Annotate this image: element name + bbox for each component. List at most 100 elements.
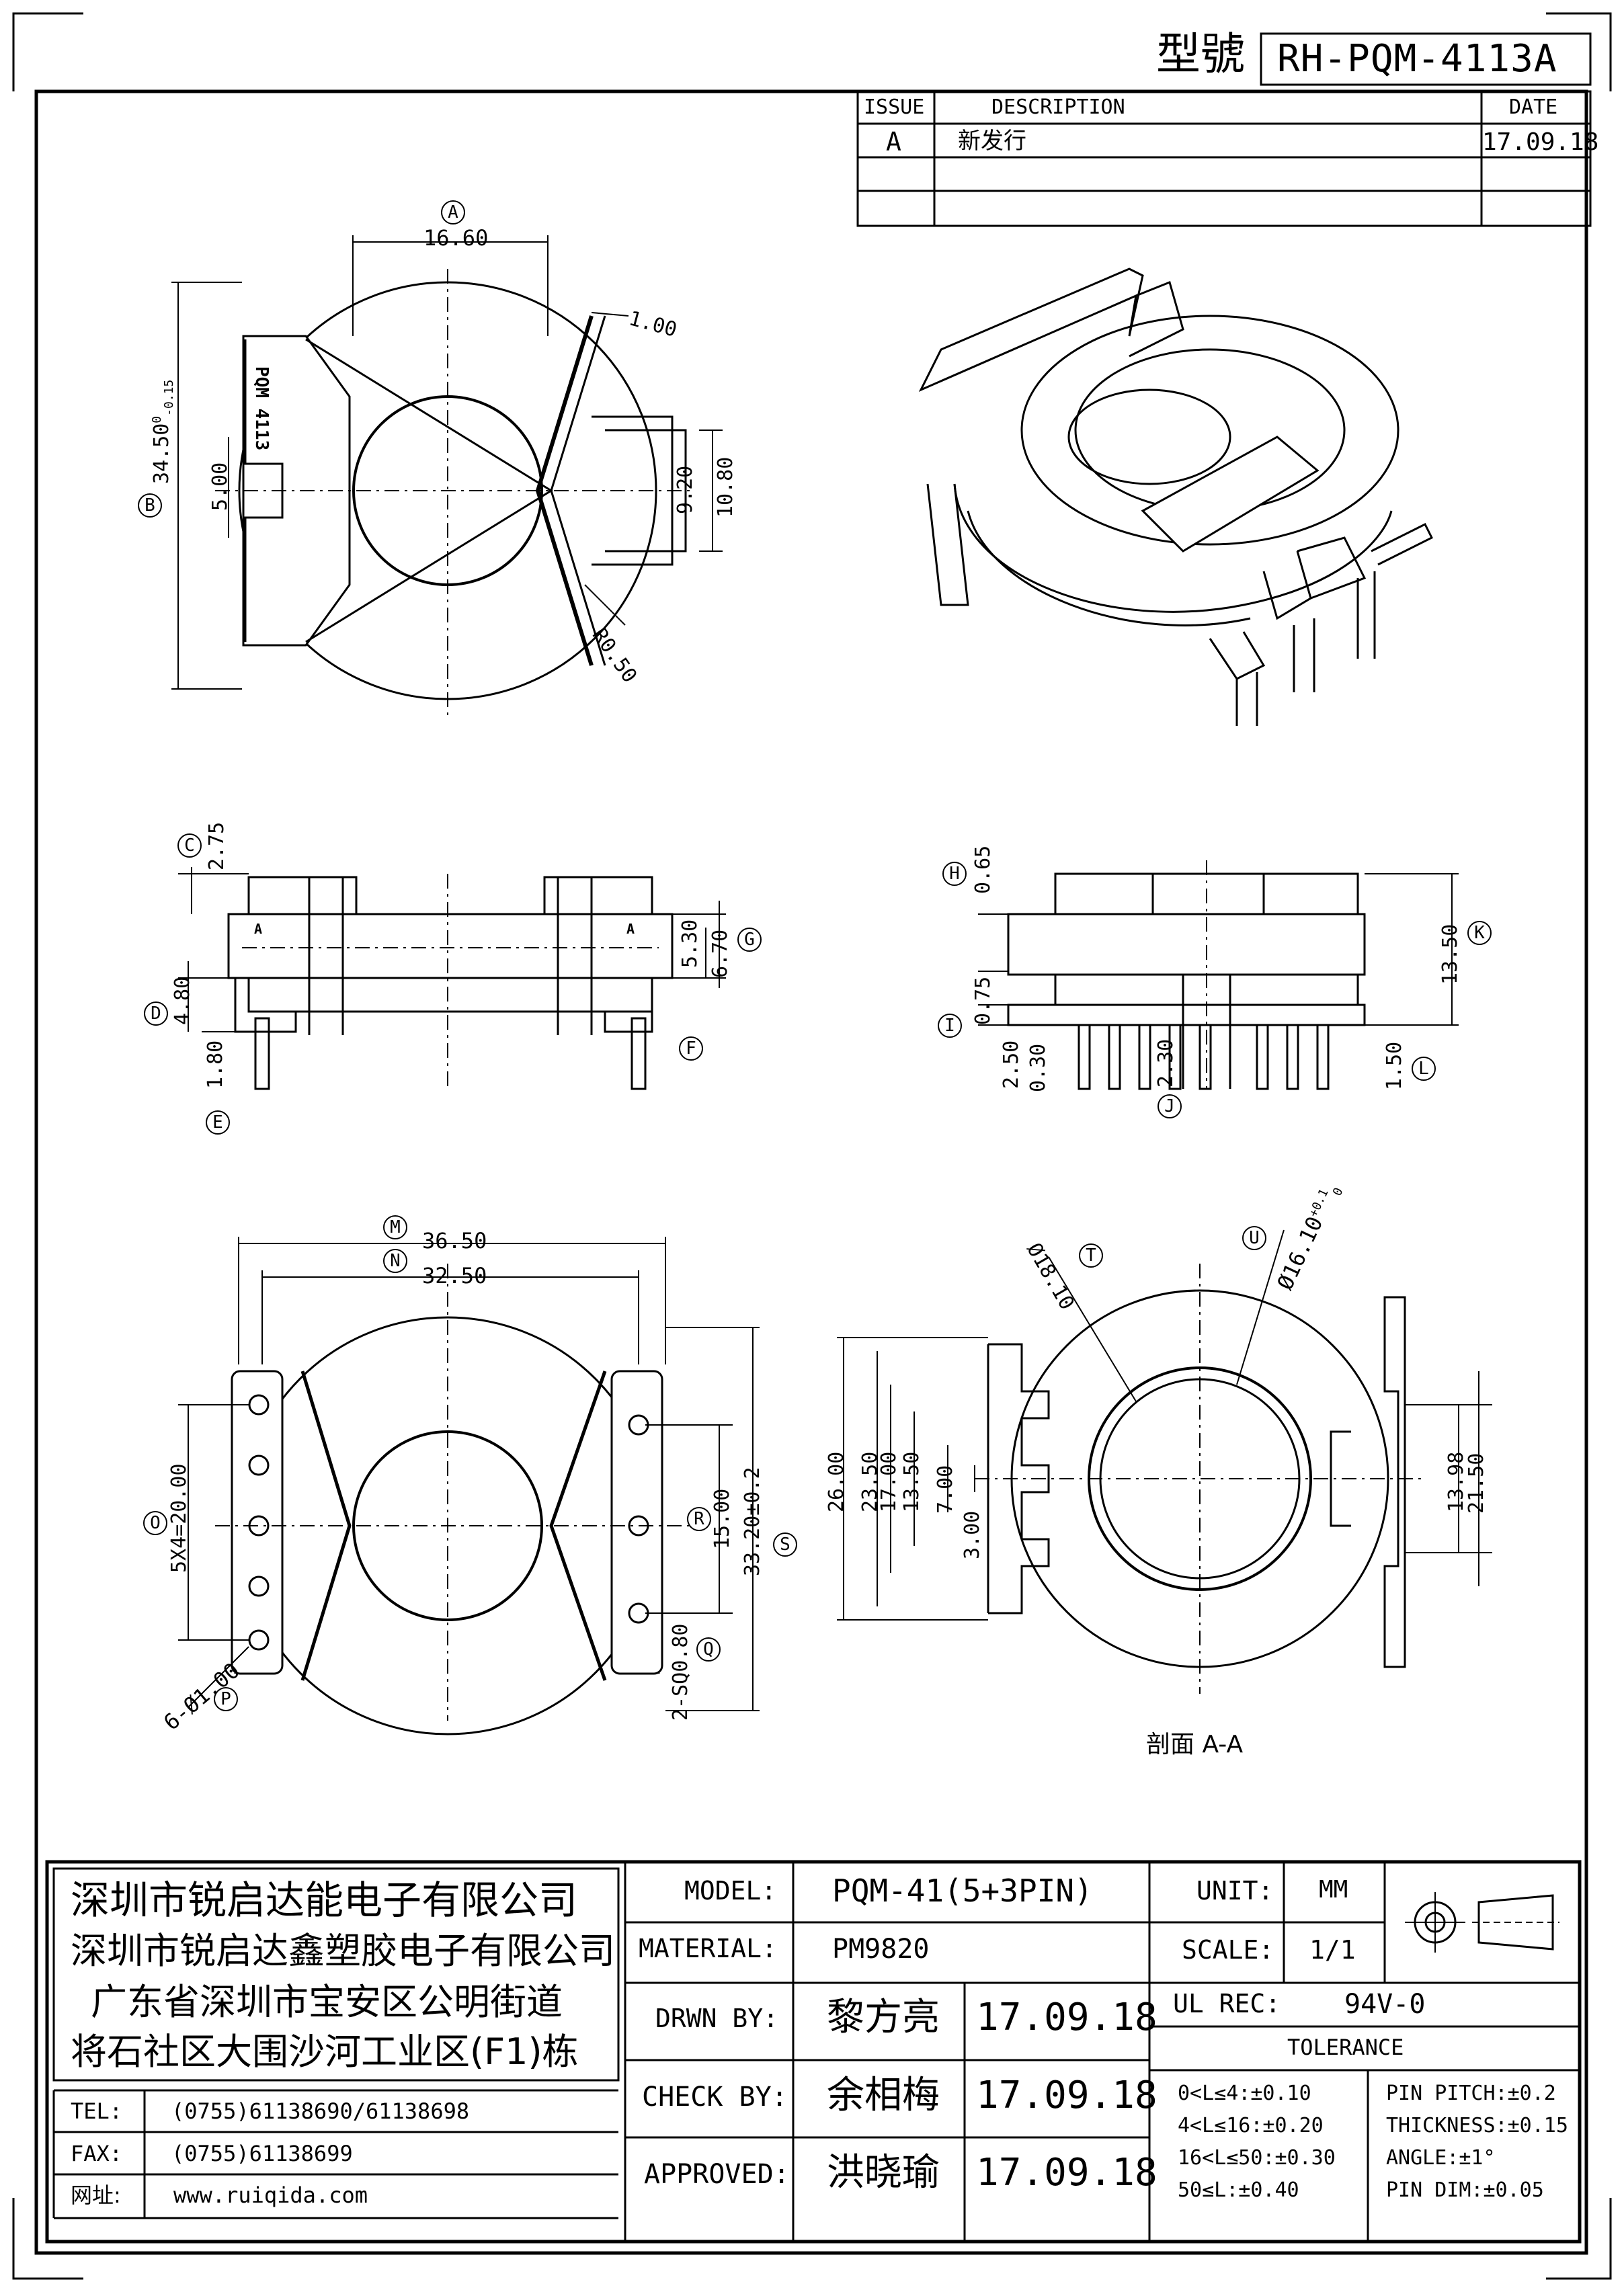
- callout-g: G: [737, 928, 762, 952]
- dim-r1: 13.98: [1445, 1451, 1468, 1512]
- callout-b: B: [138, 493, 162, 518]
- dim-k: 13.50: [1438, 924, 1462, 985]
- dim-h: 0.65: [971, 845, 995, 894]
- callout-a: A: [441, 200, 465, 224]
- unit-value: MM: [1319, 1876, 1348, 1904]
- callout-p: P: [214, 1687, 238, 1711]
- front-view: [978, 860, 1459, 1090]
- dim-h6: 3.00: [961, 1510, 984, 1559]
- dim-w1: 9.20: [674, 465, 697, 514]
- tolerance-right-4: PIN DIM:±0.05: [1386, 2178, 1544, 2202]
- tolerance-right-1: PIN PITCH:±0.2: [1386, 2082, 1556, 2105]
- drawn-by-label: DRWN BY:: [655, 2004, 779, 2033]
- approved-label: APPROVED:: [644, 2159, 790, 2190]
- model-field-label: MODEL:: [684, 1876, 777, 1906]
- ul-value: 94V-0: [1344, 1989, 1426, 2020]
- material-value: PM9820: [832, 1934, 930, 1965]
- tel-value: (0755)61138690/61138698: [171, 2098, 470, 2124]
- check-by-name: 余相梅: [827, 2074, 940, 2117]
- revision-header-description: DESCRIPTION: [991, 95, 1125, 119]
- dim-r: 15.00: [710, 1488, 734, 1549]
- revision-header-date: DATE: [1509, 95, 1558, 119]
- material-label: MATERIAL:: [639, 1934, 777, 1963]
- model-label: 型號: [1156, 28, 1245, 80]
- dim-s: 33.20±0.2: [741, 1467, 764, 1576]
- check-by-label: CHECK BY:: [642, 2082, 788, 2113]
- revision-table-lines: [856, 90, 1592, 227]
- isometric-view: [918, 268, 1434, 726]
- dim-g2: 6.70: [708, 929, 732, 978]
- callout-r: R: [687, 1507, 711, 1531]
- tolerance-left-4: 50≤L:±0.40: [1178, 2178, 1299, 2202]
- revision-issue: A: [886, 127, 901, 157]
- part-marking: PQM 4113: [251, 366, 272, 451]
- tolerance-left-2: 4<L≤16:±0.20: [1178, 2114, 1324, 2137]
- callout-d: D: [144, 1001, 168, 1026]
- callout-q: Q: [696, 1637, 721, 1662]
- dim-i: 0.75: [971, 976, 995, 1025]
- dim-j1: 2.50: [1000, 1040, 1023, 1089]
- section-caption: 剖面 A-A: [1146, 1731, 1244, 1758]
- dim-w2: 10.80: [714, 456, 737, 518]
- dim-j2: 0.30: [1026, 1043, 1050, 1092]
- company-name-2: 深圳市锐启达鑫塑胶电子有限公司: [71, 1930, 615, 1972]
- company-address-1: 广东省深圳市宝安区公明街道: [91, 1981, 563, 2023]
- scale-value: 1/1: [1309, 1935, 1356, 1965]
- callout-e: E: [206, 1110, 230, 1135]
- website-label: 网址:: [71, 2182, 121, 2208]
- approved-by-name: 洪晓瑜: [827, 2151, 940, 2195]
- corner-marks: [12, 12, 1612, 2280]
- dim-j3: 2.30: [1154, 1038, 1178, 1088]
- company-address-2: 将石社区大围沙河工业区(F1)栋: [71, 2031, 579, 2073]
- check-date: 17.09.18: [976, 2074, 1158, 2117]
- revision-description: 新发行: [958, 128, 1026, 155]
- revision-header-issue: ISSUE: [864, 95, 925, 119]
- drawing-frame: [34, 89, 1588, 2255]
- dim-m: 36.50: [422, 1228, 487, 1254]
- bottom-view: [178, 1237, 760, 1735]
- dim-b: 34.500-0.15: [150, 379, 176, 484]
- dim-g1: 5.30: [678, 919, 702, 968]
- tolerance-label: TOLERANCE: [1287, 2035, 1404, 2060]
- fax-value: (0755)61138699: [171, 2141, 353, 2166]
- dim-d: 4.80: [171, 976, 194, 1025]
- dim-q: 2-SQ0.80: [669, 1623, 692, 1721]
- tel-label: TEL:: [71, 2098, 123, 2124]
- callout-m: M: [383, 1215, 407, 1239]
- company-name-1: 深圳市锐启达能电子有限公司: [71, 1877, 578, 1923]
- model-number: RH-PQM-4113A: [1277, 37, 1557, 81]
- callout-u: U: [1242, 1226, 1266, 1250]
- tolerance-left-1: 0<L≤4:±0.10: [1178, 2082, 1311, 2105]
- section-mark-left: A: [254, 921, 263, 937]
- scale-label: SCALE:: [1182, 1935, 1274, 1965]
- dim-h1: 26.00: [825, 1451, 848, 1512]
- tolerance-left-3: 16<L≤50:±0.30: [1178, 2146, 1336, 2170]
- ul-label: UL REC:: [1173, 1989, 1281, 2018]
- dim-a: 16.60: [423, 225, 489, 251]
- unit-label: UNIT:: [1196, 1876, 1274, 1906]
- projection-symbol: [1405, 1892, 1559, 1953]
- top-view: [171, 235, 723, 716]
- dim-h3: 17.00: [877, 1451, 901, 1512]
- callout-h: H: [942, 862, 967, 886]
- callout-f: F: [679, 1036, 703, 1061]
- drawn-date: 17.09.18: [976, 1996, 1158, 2039]
- callout-o: O: [143, 1511, 167, 1535]
- tolerance-right-2: THICKNESS:±0.15: [1386, 2114, 1568, 2137]
- dim-slot: 5.00: [208, 462, 232, 511]
- section-mark-right: A: [626, 921, 635, 937]
- drawn-by-name: 黎方亮: [827, 1996, 940, 2039]
- tolerance-right-3: ANGLE:±1°: [1386, 2146, 1496, 2170]
- website-value: www.ruiqida.com: [173, 2182, 368, 2208]
- side-view: [178, 867, 726, 1090]
- dim-e: 1.80: [204, 1040, 227, 1089]
- callout-k: K: [1467, 921, 1492, 945]
- dim-h4: 13.50: [900, 1451, 924, 1512]
- title-block-lines: [45, 1860, 1582, 2244]
- callout-i: I: [938, 1014, 962, 1038]
- dim-l: 1.50: [1383, 1041, 1406, 1090]
- dim-n: 32.50: [422, 1263, 487, 1288]
- dim-h5: 7.00: [934, 1465, 957, 1514]
- section-view: [837, 1229, 1492, 1694]
